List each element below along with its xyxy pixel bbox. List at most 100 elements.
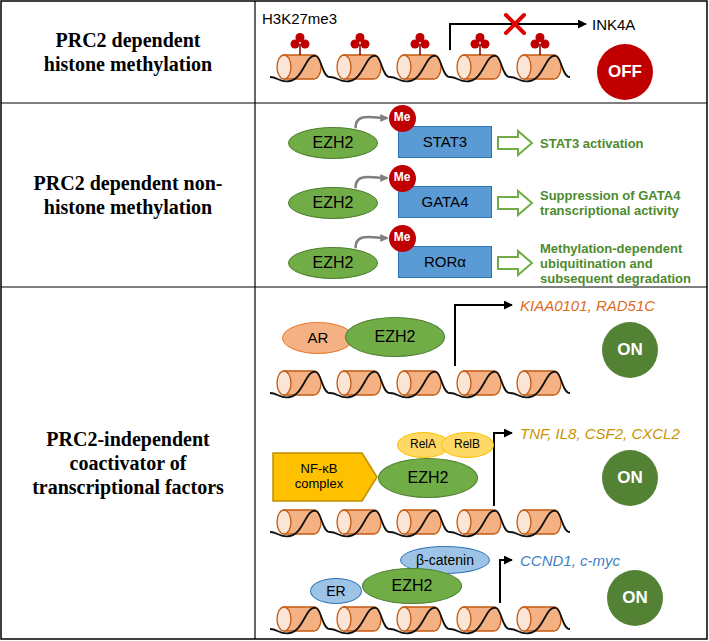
nucleosome-chain — [270, 55, 570, 81]
node-text: EZH2 — [313, 134, 354, 152]
nucleosome-chain — [270, 371, 570, 397]
node-text: OFF — [608, 62, 642, 82]
block-cross — [506, 15, 524, 33]
node-text: PRC2-independent coactivator of transcri… — [10, 427, 246, 499]
methyl-mark: Me — [389, 225, 416, 252]
nucleosome — [450, 55, 510, 81]
ezh2-ellipse: EZH2 — [288, 187, 378, 219]
mark-label: H3K27me3 — [262, 10, 337, 27]
node-text: Me — [394, 171, 411, 185]
nucleosome — [390, 607, 450, 633]
ezh2-ellipse: EZH2 — [345, 317, 445, 357]
node-text: NF-κB complex — [283, 462, 355, 492]
nucleosome-chain — [270, 510, 570, 536]
node-text: EZH2 — [375, 328, 416, 346]
methylation-arrow — [356, 117, 388, 128]
node-text: PRC2 dependent non-histone methylation — [10, 171, 246, 219]
nucleosome — [510, 607, 570, 633]
status-circle: ON — [602, 322, 658, 378]
node-text: EZH2 — [313, 254, 354, 272]
nucleosome — [450, 371, 510, 397]
transcription-arrow — [494, 433, 512, 506]
cofactor-ellipse: AR — [282, 322, 354, 354]
methyl-cluster — [291, 33, 310, 55]
status-circle: ON — [607, 570, 663, 626]
nucleosome — [270, 510, 330, 536]
target-genes: KIAA0101, RAD51C — [520, 297, 655, 314]
transcription-arrow — [500, 560, 512, 603]
nucleosome — [330, 510, 390, 536]
node-text: PRC2 dependent histone methylation — [10, 28, 246, 76]
outcome-text: Methylation-dependent ubiquitination and… — [540, 241, 704, 286]
node-text: GATA4 — [422, 193, 469, 210]
ezh2-ellipse: EZH2 — [362, 568, 462, 604]
target-genes: TNF, IL8, CSF2, CXCL2 — [520, 425, 680, 442]
row-heading-cell: PRC2 dependent non-histone methylation — [2, 104, 254, 286]
table-divider — [1, 286, 707, 287]
node-text: ON — [617, 340, 643, 360]
cofactor-ellipse: RelB — [441, 432, 494, 458]
node-text: ER — [326, 583, 345, 599]
table-divider — [254, 1, 255, 639]
nucleosome — [270, 55, 330, 81]
methylation-arrow — [356, 177, 388, 188]
cofactor-ellipse: ER — [310, 578, 362, 604]
node-text: RelB — [454, 438, 480, 452]
protein-box: RORα — [398, 246, 492, 278]
node-text: EZH2 — [408, 469, 449, 487]
node-text: EZH2 — [313, 194, 354, 212]
nucleosome — [450, 510, 510, 536]
ezh2-ellipse: EZH2 — [288, 247, 378, 279]
transcription-arrow — [455, 305, 512, 366]
complex-outline — [273, 453, 377, 501]
status-circle: OFF — [597, 44, 653, 100]
nucleosome — [390, 371, 450, 397]
node-text: Me — [394, 231, 411, 245]
complex-shape: NF-κB complex — [272, 452, 378, 502]
nucleosome — [270, 607, 330, 633]
methyl-cluster — [531, 33, 550, 55]
protein-box: STAT3 — [398, 126, 492, 158]
methyl-cluster — [411, 33, 430, 55]
outcome-text: STAT3 activation — [540, 136, 704, 151]
outcome-arrow — [498, 191, 532, 215]
ezh2-ellipse: EZH2 — [288, 127, 378, 159]
methyl-mark: Me — [389, 165, 416, 192]
row-heading-cell: PRC2 dependent histone methylation — [2, 2, 254, 102]
nucleosome — [450, 607, 510, 633]
nucleosome — [510, 510, 570, 536]
nucleosome — [510, 55, 570, 81]
node-text: RORα — [424, 253, 466, 270]
methyl-cluster — [471, 33, 490, 55]
methyl-marks — [291, 33, 550, 55]
node-text: AR — [308, 329, 329, 346]
node-text: β-catenin — [416, 552, 474, 568]
node-text: Me — [394, 111, 411, 125]
nucleosome — [510, 371, 570, 397]
nucleosome — [330, 55, 390, 81]
nucleosome — [330, 607, 390, 633]
outcome-arrow — [498, 251, 532, 275]
gene-label: INK4A — [592, 16, 635, 33]
target-genes: CCND1, c-myc — [520, 552, 620, 569]
row-heading-cell: PRC2-independent coactivator of transcri… — [2, 288, 254, 638]
methyl-cluster — [351, 33, 370, 55]
ezh2-ellipse: EZH2 — [378, 458, 478, 498]
methylation-arrow — [356, 237, 388, 248]
protein-box: GATA4 — [398, 186, 492, 218]
nucleosome — [270, 371, 330, 397]
node-text: ON — [622, 588, 648, 608]
nucleosome — [390, 510, 450, 536]
outcome-text: Suppression of GATA4 transcriptional act… — [540, 188, 704, 218]
nucleosome — [330, 371, 390, 397]
outcome-arrow — [498, 131, 532, 155]
node-text: EZH2 — [392, 577, 433, 595]
node-text: STAT3 — [423, 133, 467, 150]
status-circle: ON — [602, 450, 658, 506]
nucleosome — [390, 55, 450, 81]
table-divider — [1, 102, 707, 103]
